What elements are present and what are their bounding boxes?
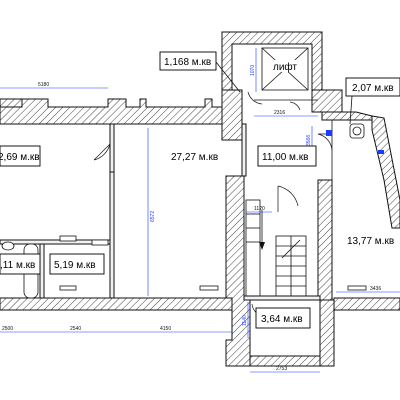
door-hall — [93, 143, 111, 161]
radiator-3 — [347, 285, 367, 291]
doors — [93, 91, 333, 317]
room-area-lift-small: 1,168 м.кв — [164, 57, 211, 68]
lift: лифт — [254, 47, 318, 101]
room-area-corridor: 11,00 м.кв — [262, 152, 308, 163]
lift-label: лифт — [273, 61, 297, 73]
partition-corridor-top — [241, 123, 247, 177]
walls — [0, 31, 400, 367]
sink-left — [1, 241, 15, 251]
radiator-1 — [59, 285, 77, 291]
toilet-bowl — [352, 126, 362, 136]
wall-lift-right — [311, 89, 343, 113]
leader-lift-small — [215, 61, 241, 93]
dim-corr-v: 3566 — [306, 135, 312, 146]
dim-lift-width: 2316 — [274, 110, 285, 116]
dim-lift-height: 1070 — [250, 65, 256, 76]
door-lift — [289, 101, 301, 111]
dim-stair-h: 1140 — [242, 315, 248, 326]
room-area-bath-left: ,11 м.кв — [0, 260, 35, 271]
wc-marker-a — [326, 130, 332, 136]
leader-wc-right — [349, 95, 353, 125]
wall-top-notch — [0, 98, 23, 108]
dim-stair-bottom: 2753 — [276, 366, 287, 372]
wall-right-diagonal — [371, 115, 400, 229]
dim-bottom-2: 2540 — [70, 326, 81, 332]
wc-marker-b — [378, 150, 384, 154]
dim-right-bottom: 3436 — [370, 286, 381, 292]
room-area-left: 2,69 м.кв — [0, 152, 40, 163]
partition-bath-split — [39, 243, 45, 299]
wall-top-left — [0, 98, 223, 125]
dim-top-width: 5180 — [38, 82, 49, 88]
room-area-right: 13,77 м.кв — [347, 236, 394, 247]
staircase — [245, 199, 307, 297]
radiator-2 — [199, 285, 219, 291]
partition-bath-top — [0, 239, 111, 245]
wall-stair-right — [319, 299, 335, 367]
room-area-stair-room: 3,64 м.кв — [261, 314, 303, 325]
room-labels: 2,69 м.кв 27,27 м.кв 11,00 м.кв 13,77 м.… — [0, 51, 400, 329]
partitions — [0, 120, 333, 301]
wall-lift-left — [221, 89, 243, 141]
partition-hall-left-lower — [109, 171, 115, 299]
room-area-hall: 27,27 м.кв — [171, 152, 218, 163]
dim-bottom-3: 4150 — [160, 326, 171, 332]
stair-arrow-head — [259, 242, 265, 250]
counter-top — [59, 235, 77, 242]
counter-mid — [91, 239, 109, 246]
wall-bottom-right — [333, 297, 400, 311]
door-lift-small — [247, 91, 263, 105]
dim-stair-w: 1120 — [254, 206, 265, 212]
door-corridor — [277, 185, 299, 212]
wall-corridor-right — [317, 179, 333, 301]
room-area-bath-mid: 5,19 м.кв — [54, 260, 96, 271]
wall-right-top — [321, 111, 381, 121]
wall-bottom-left — [0, 297, 233, 311]
stair-winder — [281, 239, 301, 259]
stair-left-flight — [245, 199, 261, 297]
room-area-wc-right: 2,07 м.кв — [352, 83, 394, 94]
door-wc-right — [317, 133, 333, 151]
dim-bottom-1: 2500 — [2, 326, 13, 332]
dimension-lines: 5180 6572 2500 2540 4150 2316 1070 3566 … — [0, 48, 400, 373]
dim-hall-height: 6572 — [150, 211, 156, 222]
partition-stair-top — [243, 295, 321, 301]
